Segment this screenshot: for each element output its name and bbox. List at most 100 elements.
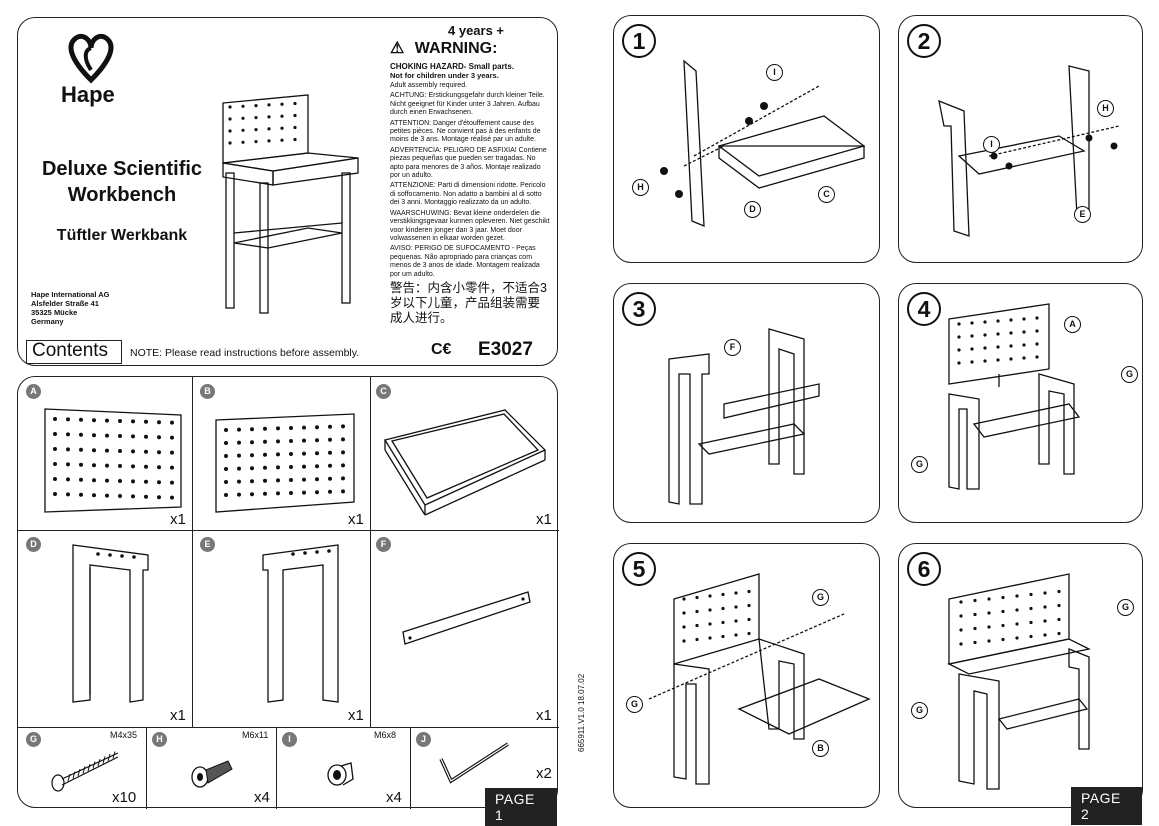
hape-logo-icon: [68, 33, 114, 84]
contents-box: [26, 340, 122, 364]
part-callout: G: [1121, 366, 1138, 383]
part-callout: G: [1117, 599, 1134, 616]
part-letter-badge: B: [200, 384, 215, 399]
warning-column: CHOKING HAZARD- Small parts. Not for chi…: [390, 62, 550, 326]
warning-translation: WAARSCHUWING: Bevat kleine onderdelen di…: [390, 209, 550, 242]
grid-line: [410, 727, 411, 809]
step-number: 4: [907, 292, 941, 326]
step-4-drawing: [948, 303, 1081, 490]
part-f-rail-drawing: [402, 591, 531, 645]
step-number: 3: [622, 292, 656, 326]
part-callout: G: [911, 456, 928, 473]
step-2-panel: 2 H I E: [898, 15, 1143, 263]
part-quantity: x4: [254, 789, 270, 806]
part-letter-badge: I: [282, 732, 297, 747]
brand-name: Hape: [61, 82, 115, 107]
part-callout: I: [983, 136, 1000, 153]
part-a-board-drawing: [44, 408, 182, 513]
page-1-label: PAGE 1: [485, 788, 557, 826]
workbench-illustration: [222, 94, 359, 314]
step-1-drawing: [660, 59, 866, 227]
step-number: 5: [622, 552, 656, 586]
screw-spec: M6x11: [242, 730, 269, 740]
step-number: 6: [907, 552, 941, 586]
part-b-board-drawing: [215, 413, 355, 513]
part-callout: G: [911, 702, 928, 719]
part-callout: A: [1064, 316, 1081, 333]
part-quantity: x1: [170, 511, 186, 528]
step-6-panel: 6 G G PAGE 2: [898, 543, 1143, 825]
grid-line: [276, 727, 277, 809]
hex-key-j-drawing: [439, 742, 509, 784]
part-callout: G: [812, 589, 829, 606]
address-line: Alsfelder Straße 41: [31, 299, 99, 308]
warning-translation: AVISO: PERIGO DE SUFOCAMENTO - Peças peq…: [390, 245, 540, 278]
step-number: 2: [907, 24, 941, 58]
step-2-drawing: [938, 65, 1120, 237]
warning-heading: ⚠ WARNING:: [390, 38, 497, 58]
grid-line: [18, 727, 559, 728]
screw-g-drawing: [51, 751, 119, 792]
part-letter-badge: F: [376, 537, 391, 552]
step-3-panel: 3 F: [613, 283, 880, 523]
part-letter-badge: J: [416, 732, 431, 747]
grid-line: [192, 377, 193, 727]
warning-translation: ATTENTION: Danger d'étouffement cause de…: [390, 119, 541, 144]
part-letter-badge: E: [200, 537, 215, 552]
part-quantity: x1: [536, 511, 552, 528]
address-line: 35325 Mücke: [31, 308, 78, 317]
warning-translation: Adult assembly required.: [390, 82, 468, 89]
part-quantity: x1: [536, 707, 552, 724]
warning-text: WARNING:: [414, 40, 498, 57]
step-5-drawing: [648, 573, 871, 785]
age-label: 4 years +: [448, 23, 505, 38]
part-d-leg-drawing: [72, 544, 149, 703]
part-callout: I: [766, 64, 783, 81]
warning-translation: ACHTUNG: Erstickungsgefahr durch kleiner…: [390, 92, 545, 117]
part-callout: G: [626, 696, 643, 713]
contents-label: Contents: [32, 340, 109, 361]
part-callout: D: [744, 201, 761, 218]
step-3-drawing: [668, 328, 820, 505]
parts-panel: A B C D E F G H I J x1 x1 x1 x1 x1 x1 x1…: [17, 376, 559, 826]
address-block: Hape International AG Alsfelder Straße 4…: [31, 290, 109, 326]
part-callout: E: [1074, 206, 1091, 223]
assembly-note: NOTE: Please read instructions before as…: [130, 347, 360, 359]
nut-i-drawing: [327, 762, 354, 786]
step-5-panel: 5 G G B: [613, 543, 880, 808]
product-subtitle: Tüftler Werkbank: [56, 227, 188, 244]
part-callout: C: [818, 186, 835, 203]
part-quantity: x1: [348, 707, 364, 724]
chinese-warning: 警告：内含小零件，不适合3岁以下儿童，产品组装需要成人进行。: [390, 280, 547, 325]
part-letter-badge: H: [152, 732, 167, 747]
part-c-tray-drawing: [383, 409, 547, 516]
cover-panel: Hape Deluxe Scientific Workbench Tüftler…: [17, 17, 558, 366]
choking-hazard-line1: CHOKING HAZARD- Small parts.: [390, 62, 515, 71]
step-4-panel: 4 A G G: [898, 283, 1143, 523]
warning-translation: ATTENZIONE: Parti di dimensioni ridotte.…: [390, 182, 546, 207]
address-line: Germany: [31, 317, 64, 326]
part-letter-badge: A: [26, 384, 41, 399]
grid-line: [370, 377, 371, 727]
part-quantity: x1: [170, 707, 186, 724]
grid-line: [146, 727, 147, 809]
part-callout: F: [724, 339, 741, 356]
product-title-line2: Workbench: [67, 184, 177, 206]
warning-translation: ADVERTENCIA: PELIGRO DE ASFIXIA! Contien…: [390, 146, 547, 180]
step-6-drawing: [947, 573, 1091, 790]
product-title-line1: Deluxe Scientific: [41, 158, 203, 180]
ce-mark: C€: [431, 341, 452, 358]
part-quantity: x2: [536, 765, 552, 782]
part-callout: B: [812, 740, 829, 757]
part-letter-badge: D: [26, 537, 41, 552]
screw-spec: M6x8: [374, 730, 397, 740]
product-code: E3027: [478, 339, 533, 360]
step-1-panel: 1 I H D C: [613, 15, 880, 263]
page-2-label: PAGE 2: [1071, 787, 1142, 825]
part-quantity: x4: [386, 789, 402, 806]
part-e-leg-drawing: [262, 544, 339, 703]
grid-line: [18, 530, 559, 531]
part-quantity: x10: [112, 789, 137, 806]
version-code: 665911.V1.0 18.07.02: [577, 673, 586, 752]
choking-hazard-line2: Not for children under 3 years.: [390, 71, 499, 80]
